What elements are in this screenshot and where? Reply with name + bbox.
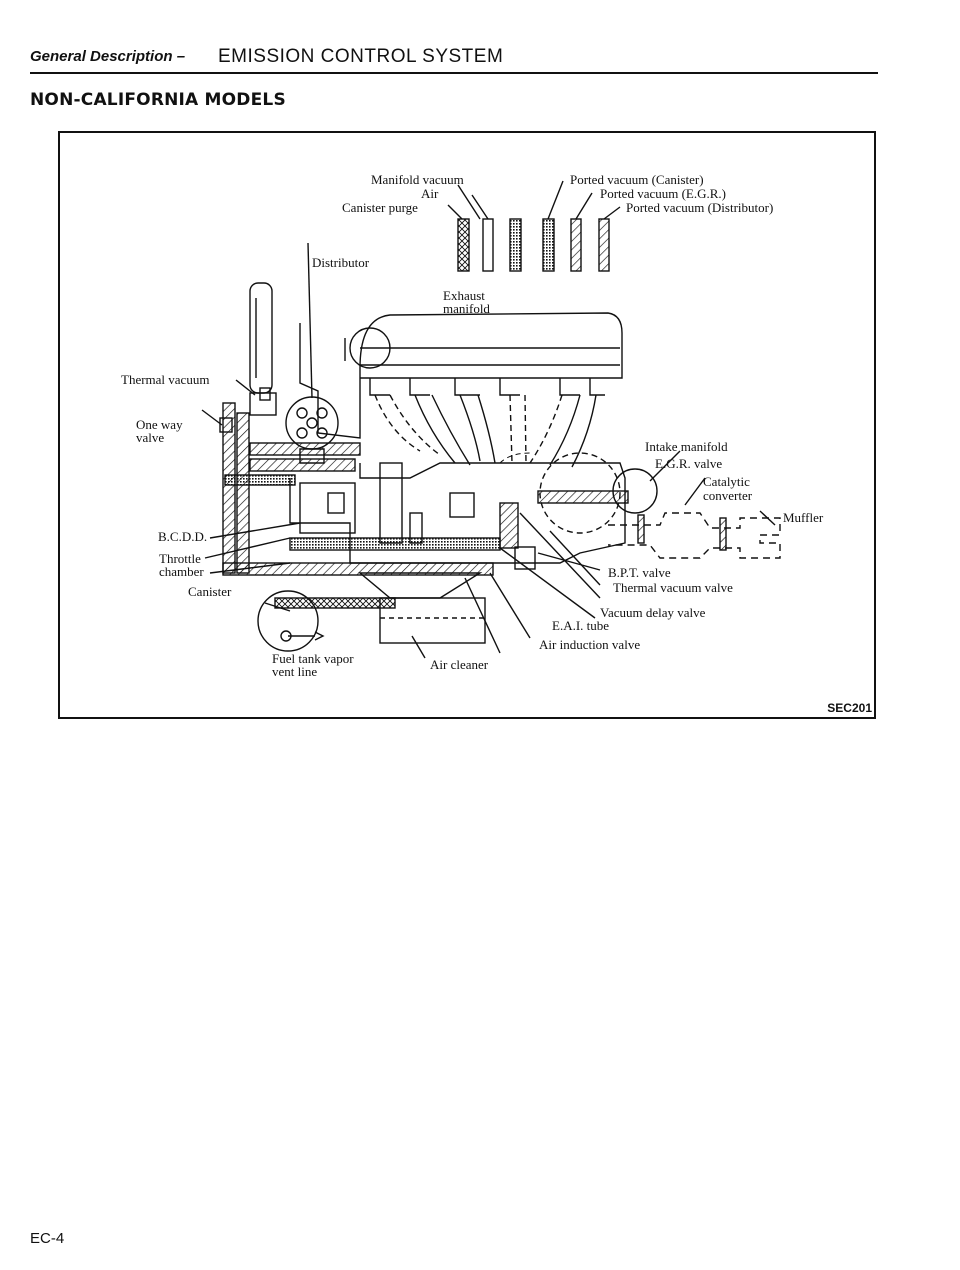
label-converter: converter [703,488,753,503]
label-air-induction-valve: Air induction valve [539,637,641,652]
label-fuel-tank: Fuel tank vapor [272,651,354,666]
label-intake-manifold: Intake manifold [645,439,728,454]
label-vent-line: vent line [272,664,318,679]
header-section-italic: General Description – [30,48,186,65]
label-catalytic: Catalytic [703,474,750,489]
label-vacuum-delay-valve: Vacuum delay valve [600,605,706,620]
header-title: EMISSION CONTROL SYSTEM [218,46,504,67]
label-valve: valve [136,430,165,445]
page-number: EC-4 [30,1230,65,1247]
page-header: General Description – EMISSION CONTROL S… [30,46,878,74]
label-ported-egr: Ported vacuum (E.G.R.) [600,186,727,201]
label-throttle: Throttle [159,551,201,566]
label-thermal-vacuum: Thermal vacuum [121,372,210,387]
section-title: NON-CALIFORNIA MODELS [30,90,286,110]
label-canister-purge: Canister purge [342,200,418,215]
label-thermal-vacuum-valve: Thermal vacuum valve [613,580,733,595]
label-ported-canister: Ported vacuum (Canister) [570,172,704,187]
label-manifold: manifold [443,301,490,316]
emission-diagram: Manifold vacuum Air Canister purge Porte… [58,131,876,719]
label-air: Air [421,186,439,201]
label-bpt-valve: B.P.T. valve [608,565,671,580]
label-ported-distributor: Ported vacuum (Distributor) [626,200,774,215]
figure-code: SEC201 [827,701,872,715]
label-egr-valve: E.G.R. valve [655,456,723,471]
label-air-cleaner: Air cleaner [430,657,489,672]
diagram-drawing [201,180,781,659]
label-bcdd: B.C.D.D. [158,529,208,544]
label-exhaust: Exhaust [443,288,485,303]
label-canister: Canister [188,584,232,599]
label-distributor: Distributor [312,255,370,270]
label-manifold-vacuum: Manifold vacuum [371,172,464,187]
label-one-way: One way [136,417,183,432]
label-chamber: chamber [159,564,204,579]
label-eai-tube: E.A.I. tube [552,618,610,633]
label-muffler: Muffler [783,510,824,525]
